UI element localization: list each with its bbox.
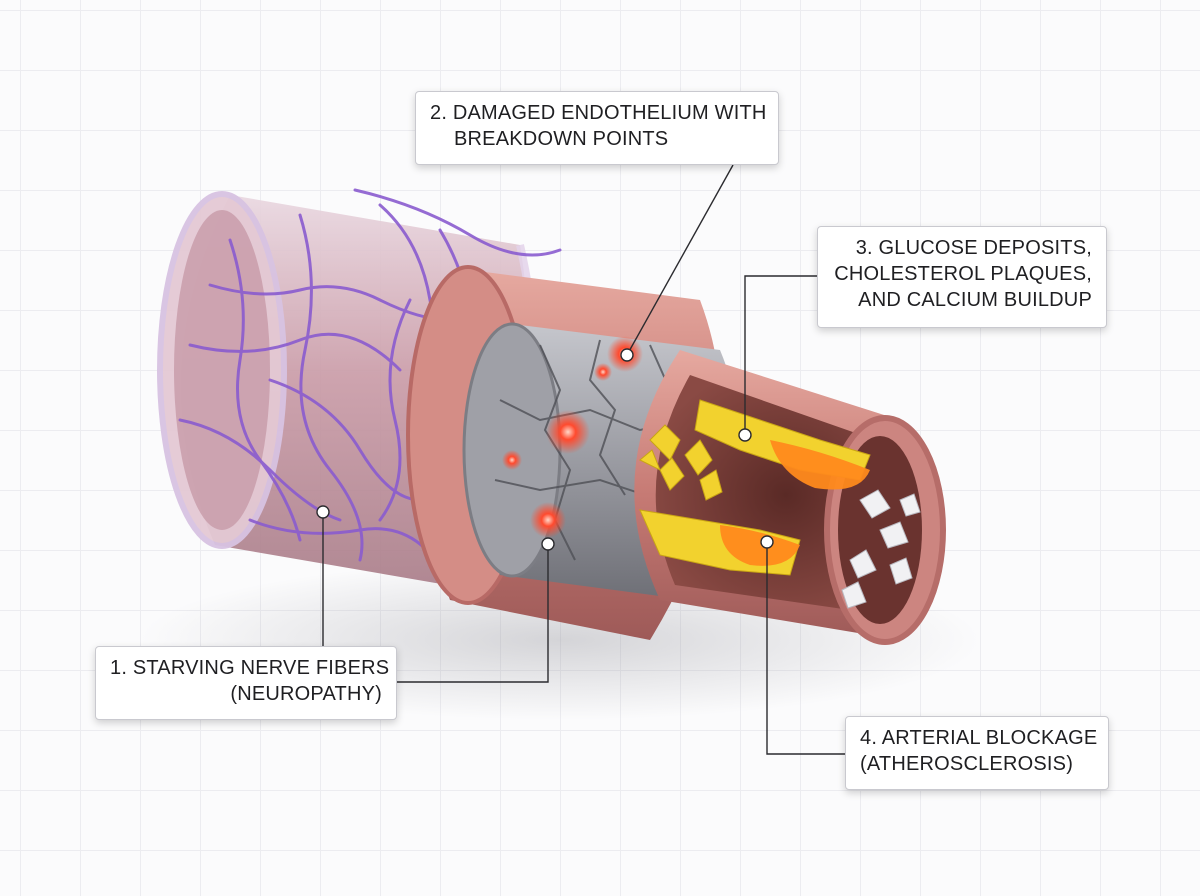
marker-2 bbox=[620, 348, 634, 362]
callout-4-line-1: 4. ARTERIAL BLOCKAGE bbox=[860, 727, 1098, 749]
marker-1b bbox=[541, 537, 555, 551]
leader-line-1b bbox=[397, 544, 549, 683]
callout-3-line-1: 3. GLUCOSE DEPOSITS, bbox=[855, 237, 1092, 259]
callout-3-line-2: CHOLESTEROL PLAQUES, bbox=[834, 263, 1092, 285]
callout-1-line-1: 1. STARVING NERVE FIBERS bbox=[110, 657, 390, 679]
leader-line-3 bbox=[744, 275, 817, 435]
marker-4 bbox=[760, 535, 774, 549]
callout-damaged-endothelium: 2. DAMAGED ENDOTHELIUM WITH BREAKDOWN PO… bbox=[415, 91, 779, 165]
cholesterol-plaque bbox=[720, 440, 870, 566]
vessel-cross-section bbox=[634, 350, 946, 645]
callout-2-line-2: BREAKDOWN POINTS bbox=[454, 128, 669, 150]
leader-line-4 bbox=[766, 542, 845, 755]
leader-line-2 bbox=[626, 164, 734, 356]
nerve-fibers bbox=[178, 188, 562, 587]
callout-starving-nerve-fibers: 1. STARVING NERVE FIBERS (NEUROPATHY) bbox=[95, 646, 397, 720]
calcium-buildup bbox=[841, 489, 921, 609]
callout-2-line-1: 2. DAMAGED ENDOTHELIUM WITH bbox=[430, 102, 767, 124]
marker-1 bbox=[316, 505, 330, 519]
leader-markers bbox=[316, 348, 774, 551]
callout-glucose-deposits: 3. GLUCOSE DEPOSITS, CHOLESTEROL PLAQUES… bbox=[817, 226, 1107, 328]
callout-4-line-2: (ATHEROSCLEROSIS) bbox=[860, 753, 1074, 775]
callout-3-line-3: AND CALCIUM BUILDUP bbox=[858, 289, 1092, 311]
callout-arterial-blockage: 4. ARTERIAL BLOCKAGE (ATHEROSCLEROSIS) bbox=[845, 716, 1109, 790]
breakdown-points bbox=[502, 336, 643, 538]
marker-3 bbox=[738, 428, 752, 442]
callout-1-line-2: (NEUROPATHY) bbox=[230, 683, 382, 705]
